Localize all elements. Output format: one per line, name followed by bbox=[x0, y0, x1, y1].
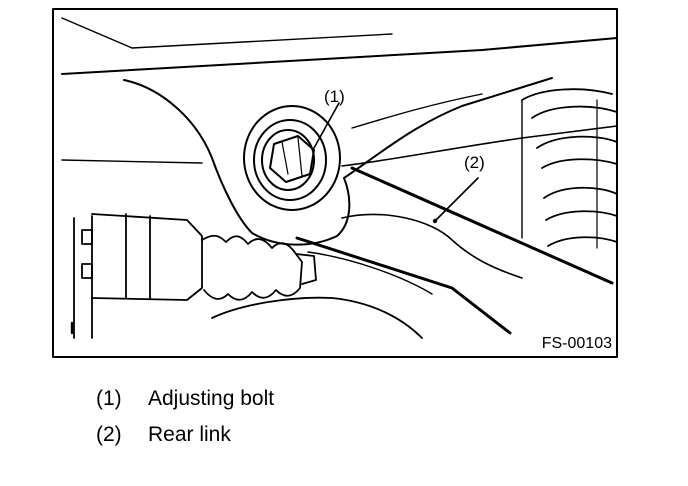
legend-label: Adjusting bolt bbox=[148, 387, 275, 410]
coil-spring bbox=[521, 88, 618, 249]
figure-id: FS-00103 bbox=[541, 335, 612, 352]
legend-label: Rear link bbox=[148, 423, 231, 446]
legend-number: (1) bbox=[96, 387, 122, 410]
leader-line-2 bbox=[435, 177, 479, 221]
suspension-line-drawing bbox=[52, 8, 618, 358]
drive-shaft-boot bbox=[70, 213, 423, 339]
leader-line-1 bbox=[313, 102, 340, 149]
crossmember-outline bbox=[123, 77, 553, 246]
adjusting-bolt bbox=[243, 105, 341, 211]
rear-link bbox=[295, 166, 614, 335]
legend-number: (2) bbox=[96, 423, 122, 446]
figure-frame bbox=[52, 8, 618, 358]
illustration-panel: (1) (2) FS-00103 bbox=[52, 8, 618, 358]
callout-2: (2) bbox=[464, 153, 485, 172]
callout-1: (1) bbox=[324, 87, 345, 106]
